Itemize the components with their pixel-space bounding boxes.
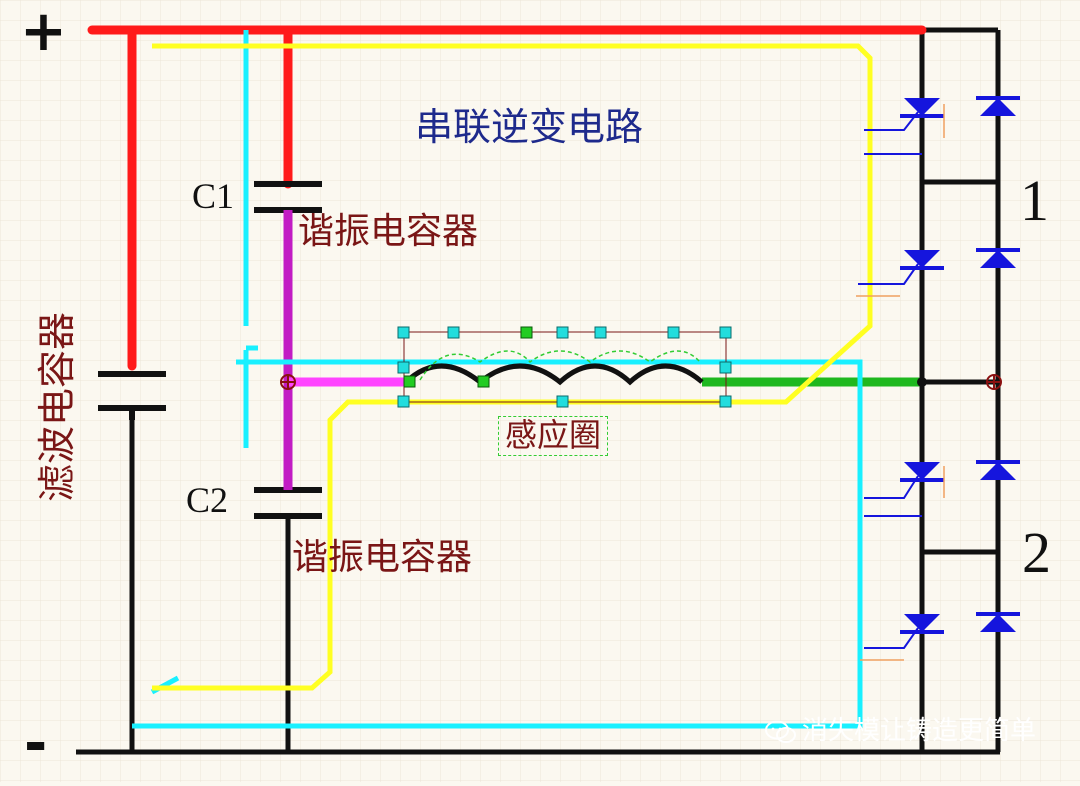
diode-2 bbox=[976, 248, 1020, 268]
thyristor-2 bbox=[856, 250, 944, 297]
watermark-text: 消失模让铸造更简单 bbox=[802, 716, 1037, 746]
diode-4 bbox=[976, 612, 1020, 632]
filter-capacitor bbox=[98, 371, 166, 420]
resonant-capacitor-top-label: 谐振电容器 bbox=[298, 211, 479, 252]
resonant-link bbox=[283, 210, 412, 490]
thyristor-column-left bbox=[856, 98, 945, 661]
filter-capacitor-label: 滤波电容器 bbox=[35, 311, 79, 502]
capacitor-c1-label: C1 bbox=[192, 176, 235, 216]
inverter-circuit-label: 串联逆变电路 bbox=[415, 105, 644, 149]
induction-coil bbox=[397, 326, 732, 408]
resonant-capacitor-bottom-label: 谐振电容器 bbox=[292, 537, 473, 578]
diode-column-right bbox=[976, 96, 1020, 632]
thyristor-3 bbox=[864, 462, 945, 517]
diode-1 bbox=[976, 96, 1020, 116]
induction-coil-label: 感应圈 bbox=[498, 416, 609, 456]
positive-terminal-label: + bbox=[20, 0, 67, 64]
positive-bus bbox=[87, 25, 927, 371]
current-loop-cyan bbox=[132, 30, 863, 729]
wechat-chat-icon bbox=[765, 720, 796, 743]
capacitor-c2-label: C2 bbox=[186, 480, 229, 520]
junction-markers bbox=[280, 374, 1002, 390]
thyristor-4 bbox=[860, 614, 944, 661]
diode-3 bbox=[976, 460, 1020, 480]
thyristor-1 bbox=[864, 98, 945, 155]
negative-terminal-label: - bbox=[24, 711, 48, 776]
bridge-arm-2-label: 2 bbox=[1022, 520, 1051, 585]
bridge-arm-1-label: 1 bbox=[1020, 168, 1049, 233]
